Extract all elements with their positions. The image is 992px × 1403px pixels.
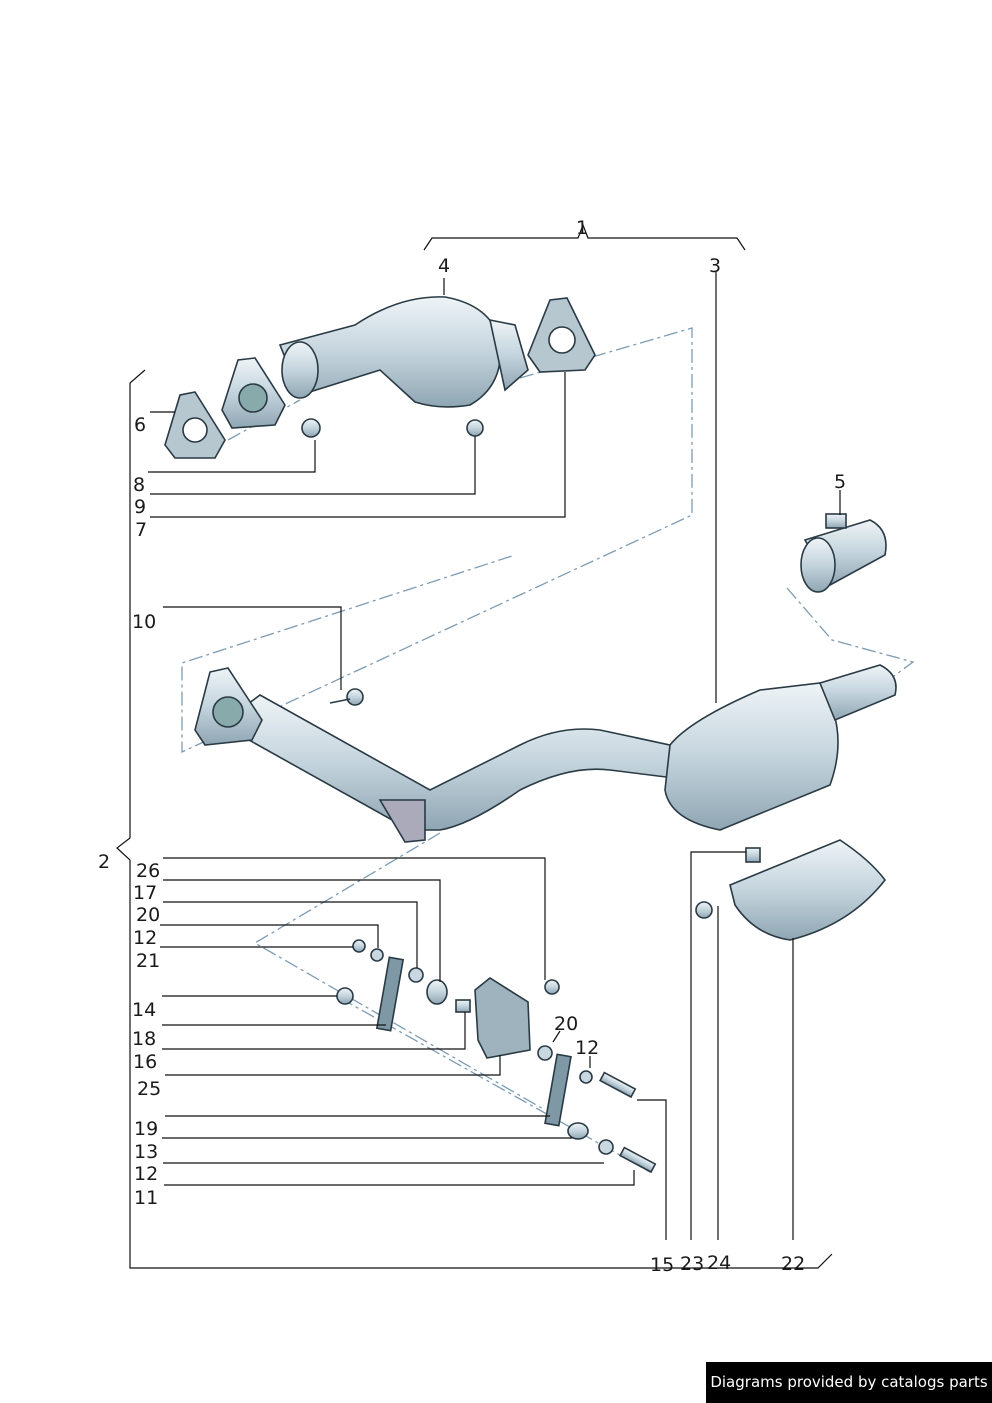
- label-24: 24: [707, 1252, 731, 1274]
- part-number-labels: 1 4 3 6 8 9 7 5 10 2 26 17 20 12 21 14 1…: [98, 217, 846, 1276]
- label-19: 19: [134, 1118, 158, 1140]
- screw-24: [695, 901, 713, 919]
- nut-9: [466, 419, 484, 437]
- label-12b: 12: [575, 1037, 599, 1059]
- label-10: 10: [132, 611, 156, 633]
- label-20: 20: [136, 904, 160, 926]
- leader-lines: [148, 272, 841, 1240]
- nut-8: [301, 418, 321, 438]
- mounting-hardware: [336, 939, 657, 1174]
- label-13: 13: [134, 1141, 158, 1163]
- bracket-1: [423, 223, 746, 251]
- label-21: 21: [136, 950, 160, 972]
- label-6: 6: [134, 414, 146, 436]
- label-22: 22: [781, 1253, 805, 1275]
- catalytic-converter-front: [278, 296, 529, 408]
- label-25: 25: [137, 1078, 161, 1100]
- heat-shield-22: [729, 839, 887, 941]
- label-11: 11: [134, 1187, 158, 1209]
- label-2: 2: [98, 851, 110, 873]
- label-23: 23: [680, 1253, 704, 1275]
- label-26: 26: [136, 860, 160, 882]
- label-5: 5: [834, 471, 846, 493]
- label-20b: 20: [554, 1013, 578, 1035]
- label-4: 4: [438, 255, 450, 277]
- label-12: 12: [133, 927, 157, 949]
- label-15: 15: [650, 1254, 674, 1276]
- label-1: 1: [576, 217, 588, 239]
- label-7: 7: [135, 519, 147, 541]
- bolt-10: [346, 688, 364, 706]
- clip-23: [745, 847, 761, 863]
- label-12c: 12: [134, 1163, 158, 1185]
- label-8: 8: [133, 474, 145, 496]
- clamp-5: [800, 513, 887, 593]
- label-18: 18: [132, 1028, 156, 1050]
- label-9: 9: [134, 496, 146, 518]
- label-17: 17: [133, 882, 157, 904]
- credit-badge: Diagrams provided by catalogs parts: [706, 1362, 992, 1403]
- label-16: 16: [133, 1051, 157, 1073]
- exhaust-pipe-with-catalyst: [194, 664, 897, 843]
- bracket-2: [116, 369, 833, 1269]
- label-3: 3: [709, 255, 721, 277]
- label-14: 14: [132, 999, 156, 1021]
